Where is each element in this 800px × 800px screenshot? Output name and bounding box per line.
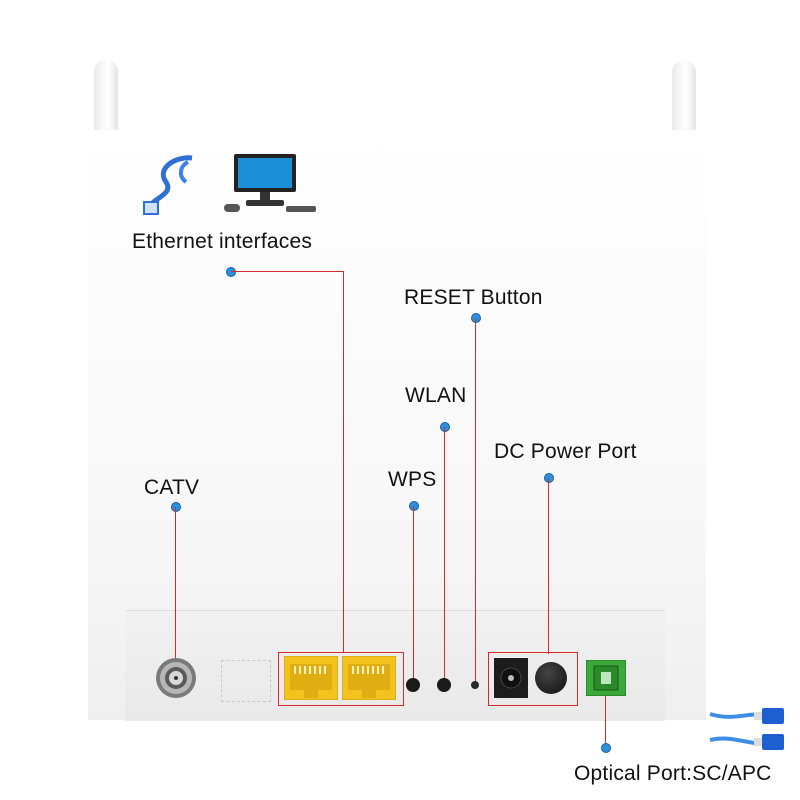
wlan-button: [437, 678, 451, 692]
dc-power-callout-line: [548, 478, 549, 654]
reset-callout-dot: [471, 313, 481, 323]
wps-callout-dot: [409, 501, 419, 511]
desktop-computer-icon: [220, 152, 320, 214]
ethernet-interfaces-label: Ethernet interfaces: [132, 230, 313, 253]
optical-callout-line: [605, 688, 606, 746]
optical-callout-dot: [601, 743, 611, 753]
dc-power-port: [494, 658, 528, 698]
ethernet-port-1: [283, 655, 339, 701]
fiber-patch-cable-icon: [706, 704, 788, 756]
ethernet-callout-dot: [226, 267, 236, 277]
reset-callout-line: [475, 318, 476, 684]
dc-power-callout-dot: [544, 473, 554, 483]
ethernet-ports-highlight: [278, 652, 404, 706]
reset-button: [471, 681, 479, 689]
catv-port: [154, 656, 198, 700]
dc-power-port-label: DC Power Port: [494, 440, 637, 463]
ethernet-port-2: [341, 655, 397, 701]
power-ports-highlight: [488, 652, 578, 706]
wps-button: [406, 678, 420, 692]
optical-port: [585, 659, 627, 697]
wlan-label: WLAN: [405, 384, 467, 407]
reset-button-label: RESET Button: [404, 286, 543, 309]
catv-label: CATV: [144, 476, 200, 499]
ethernet-cable-icon: [136, 152, 204, 216]
catv-callout-dot: [171, 502, 181, 512]
ethernet-callout-line-h: [231, 271, 344, 272]
wlan-callout-dot: [440, 422, 450, 432]
catv-callout-line: [175, 507, 176, 667]
wlan-callout-line: [444, 427, 445, 683]
optical-port-label: Optical Port:SC/APC: [574, 762, 772, 785]
wps-label: WPS: [388, 468, 437, 491]
power-button: [535, 662, 567, 694]
ethernet-callout-line-v: [343, 271, 344, 653]
wps-callout-line: [413, 506, 414, 683]
blank-port-outline: [221, 660, 271, 702]
